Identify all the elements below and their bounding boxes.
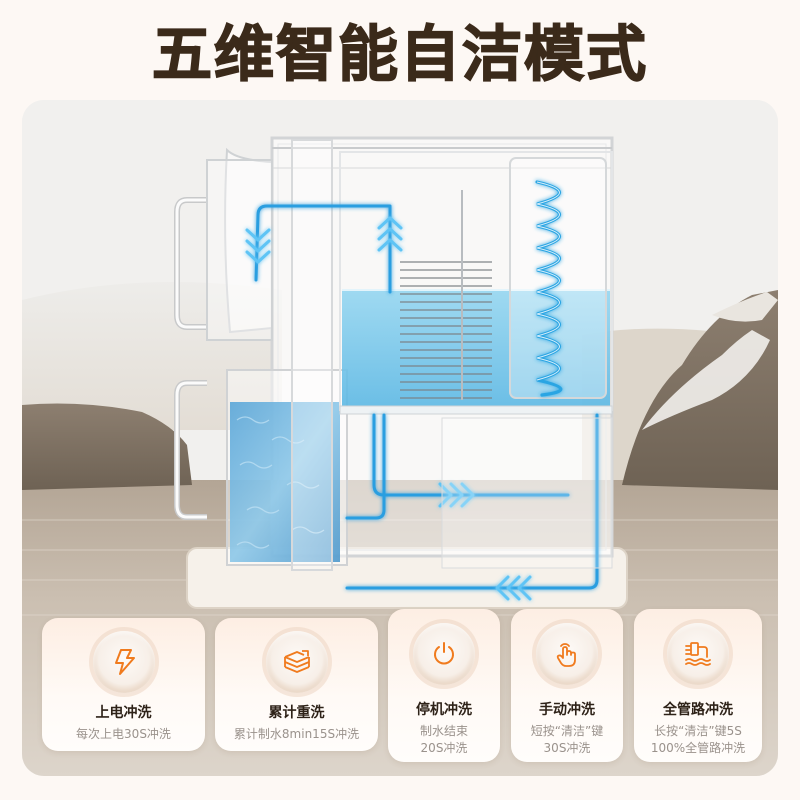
feature-desc-line-2: 30S冲洗 [543, 741, 591, 755]
feature-desc: 每次上电30S冲洗 [76, 727, 171, 741]
layers-icon [283, 650, 310, 673]
feature-title: 停机冲洗 [416, 702, 472, 718]
power-icon [434, 642, 454, 665]
feature-title: 全管路冲洗 [663, 702, 733, 718]
feature-desc-line-1: 长按“清洁”键5S [654, 724, 742, 738]
feature-card-cumulative-flush: 累计重洗 累计制水8min15S冲洗 [215, 618, 378, 751]
feature-desc-line-2: 20S冲洗 [420, 741, 468, 755]
faucet-pipe-icon [685, 642, 711, 666]
hand-tap-icon [556, 643, 576, 667]
feature-desc-line-2: 100%全管路冲洗 [650, 741, 746, 755]
flow-arrow-left-icon [495, 575, 532, 601]
feature-title: 上电冲洗 [95, 705, 152, 721]
feature-desc-line-1: 制水结束 [419, 724, 468, 738]
feature-title: 累计重洗 [268, 705, 325, 721]
flow-arrow-up-icon [377, 216, 403, 252]
feature-desc-line-1: 短按“清洁”键 [530, 724, 604, 738]
purifier-cutaway-illustration [174, 136, 628, 609]
feature-title: 手动冲洗 [539, 702, 595, 718]
feature-card-full-pipeline-flush: 全管路冲洗 长按“清洁”键5S 100%全管路冲洗 [634, 609, 762, 762]
flow-arrow-down-icon [245, 228, 271, 264]
page-title: 五维智能自洁模式 [151, 19, 648, 91]
feature-card-manual-flush: 手动冲洗 短按“清洁”键 30S冲洗 [511, 609, 623, 762]
feature-card-shutdown-flush: 停机冲洗 制水结束 20S冲洗 [388, 609, 500, 762]
lightning-icon [114, 649, 135, 675]
feature-card-power-on-flush: 上电冲洗 每次上电30S冲洗 [42, 618, 205, 751]
feature-desc: 累计制水8min15S冲洗 [233, 727, 360, 741]
product-scene: 上电冲洗 每次上电30S冲洗 累计重洗 累计制水8min15S冲洗 [22, 100, 778, 776]
flow-arrow-right-icon [438, 482, 475, 508]
